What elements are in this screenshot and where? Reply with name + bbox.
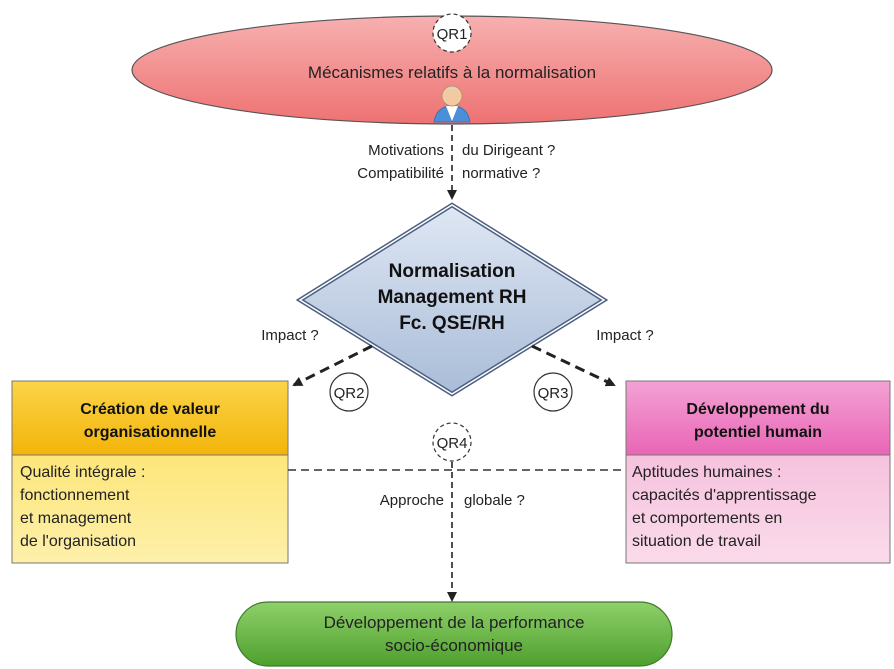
bottom-oval-line-2: socio-économique [385, 636, 523, 655]
left-box-body-2: fonctionnement [20, 487, 130, 504]
motivations-text: Motivations [368, 142, 444, 159]
qr2-badge: QR2 [329, 372, 369, 412]
approche-text: Approche [380, 492, 444, 509]
top-oval-label: Mécanismes relatifs à la normalisation [308, 63, 596, 82]
person-icon [433, 85, 471, 123]
left-box-body-3: et management [20, 510, 132, 527]
left-box-title-2: organisationnelle [84, 424, 217, 441]
qr4-label: QR4 [437, 435, 468, 452]
globale-text: globale ? [464, 492, 525, 509]
qr3-badge: QR3 [533, 372, 573, 412]
diamond-line-1: Normalisation [389, 261, 516, 282]
qr1-label: QR1 [437, 26, 468, 43]
dirigeant-text: du Dirigeant ? [462, 142, 555, 159]
right-box-body-2: capacités d'apprentissage [632, 487, 817, 504]
bottom-oval: Développement de la performance socio-éc… [235, 601, 673, 667]
left-box-body-4: de l'organisation [20, 533, 136, 550]
diamond-node: Normalisation Management RH Fc. QSE/RH [295, 202, 609, 397]
left-box-title-1: Création de valeur [80, 401, 220, 418]
right-box-body-3: et comportements en [632, 510, 782, 527]
diamond-line-3: Fc. QSE/RH [399, 313, 505, 334]
qr2-label: QR2 [334, 385, 365, 402]
impact-left-label: Impact ? [261, 327, 319, 344]
left-box: Création de valeur organisationnelle Qua… [11, 380, 289, 564]
right-box-title-1: Développement du [686, 401, 829, 418]
bottom-oval-line-1: Développement de la performance [324, 613, 585, 632]
normative-text: normative ? [462, 165, 540, 182]
right-box-body-1: Aptitudes humaines : [632, 464, 781, 481]
qr3-label: QR3 [538, 385, 569, 402]
right-box-title-2: potentiel humain [694, 424, 822, 441]
arrow-diamond-to-left [292, 344, 373, 387]
right-box-body-4: situation de travail [632, 533, 761, 550]
qr4-badge: QR4 [432, 422, 472, 462]
left-box-body-1: Qualité intégrale : [20, 464, 145, 481]
top-oval: Mécanismes relatifs à la normalisation [131, 15, 773, 125]
qr1-badge: QR1 [432, 13, 472, 53]
compatibilite-text: Compatibilité [357, 165, 444, 182]
impact-right-label: Impact ? [596, 327, 654, 344]
diamond-line-2: Management RH [378, 287, 527, 308]
right-box: Développement du potentiel humain Aptitu… [625, 380, 891, 564]
